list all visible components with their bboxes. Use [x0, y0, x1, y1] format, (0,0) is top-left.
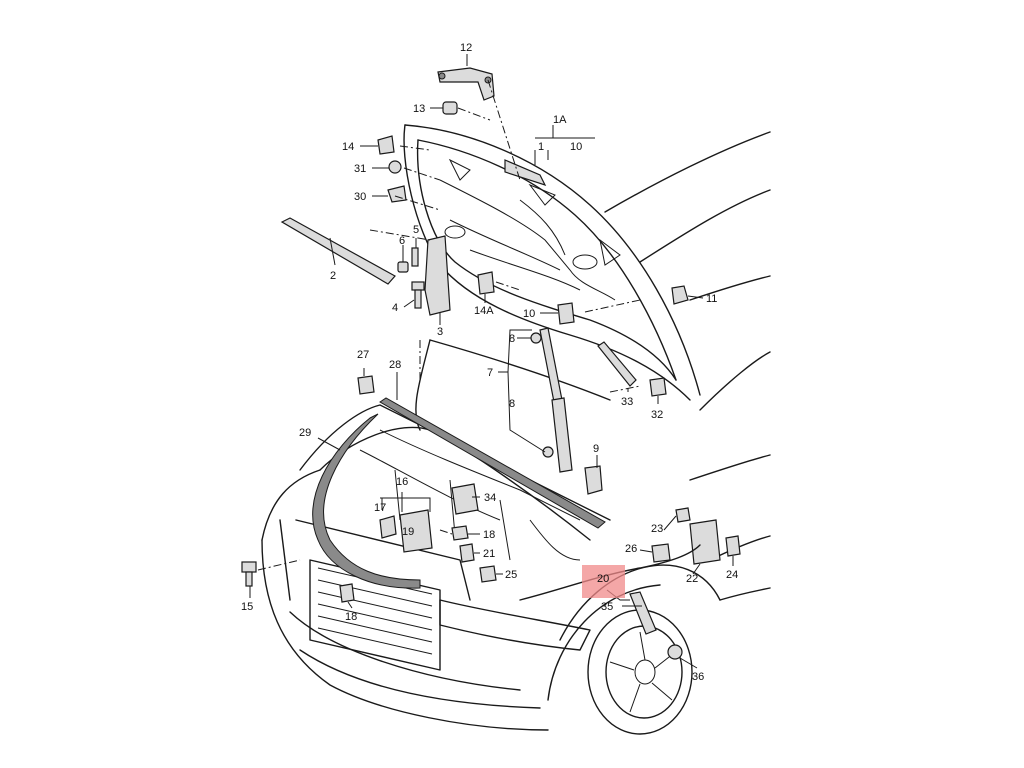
part-17-19-lock	[379, 509, 433, 553]
part-25-clip	[479, 565, 497, 583]
part-4-bolt	[411, 281, 425, 309]
part-18-screw-upper	[451, 525, 469, 541]
part-12-hinge	[437, 67, 495, 101]
highlight-box-20	[582, 565, 625, 598]
part-31-clip	[388, 160, 402, 174]
callout-5: 5	[413, 224, 419, 236]
part-33-seal	[597, 341, 637, 387]
part-28-seal	[379, 397, 606, 529]
callout-18-lower: 18	[345, 611, 357, 623]
part-18-screw-lower	[339, 583, 355, 603]
callout-24: 24	[726, 569, 738, 581]
part-5-6-screws	[397, 247, 419, 273]
callout-14: 14	[342, 141, 354, 153]
callout-4: 4	[392, 302, 398, 314]
callout-30: 30	[354, 191, 366, 203]
car-body-outline	[261, 131, 771, 735]
callout-32: 32	[651, 409, 663, 421]
callout-10: 10	[523, 308, 535, 320]
alignment-dash-lines	[257, 79, 641, 571]
callout-29: 29	[299, 427, 311, 439]
part-21-clip	[459, 543, 475, 563]
part-26-cable-clip	[651, 543, 671, 563]
callout-12: 12	[460, 42, 472, 54]
part-24-clip	[725, 535, 741, 557]
callout-11: 11	[706, 293, 717, 305]
callout-8-lower: 8	[509, 398, 515, 410]
callout-6: 6	[399, 235, 405, 247]
callout-3: 3	[437, 326, 443, 338]
part-10-stud	[557, 302, 575, 325]
callout-34: 34	[484, 492, 496, 504]
part-30-clip	[387, 185, 407, 203]
part-23-screw	[675, 507, 691, 523]
callout-1: 1	[538, 141, 544, 153]
leader-lines	[249, 54, 734, 669]
callout-14A: 14A	[474, 305, 494, 317]
callout-28: 28	[389, 359, 401, 371]
callout-26: 26	[625, 543, 637, 555]
part-27-buffer	[357, 375, 375, 395]
callout-33: 33	[621, 396, 633, 408]
callout-17: 17	[374, 502, 386, 514]
callout-9: 9	[593, 443, 599, 455]
callout-23: 23	[651, 523, 663, 535]
callout-10-top: 10	[570, 141, 582, 153]
part-35-strut	[629, 591, 657, 635]
hood-panel	[403, 124, 701, 401]
part-9-bracket	[584, 465, 603, 495]
callout-13: 13	[413, 103, 425, 115]
callout-25: 25	[505, 569, 517, 581]
part-36-cap	[667, 644, 683, 660]
callout-labels: 12 13 1A 1 10 14 31 30 5 6 2 11 4 10 14A…	[241, 42, 738, 683]
part-1-hood	[504, 159, 547, 187]
part-14-buffer	[377, 135, 395, 155]
part-13-nut	[442, 101, 458, 115]
callout-19: 19	[402, 526, 414, 538]
part-8-ball-stud-lower	[542, 446, 554, 458]
part-29-seal	[312, 413, 421, 589]
part-32-buffer	[649, 377, 667, 397]
callout-27: 27	[357, 349, 369, 361]
callout-1A: 1A	[553, 114, 567, 126]
part-20-release-cable	[519, 544, 701, 601]
part-14a-clip	[477, 271, 495, 295]
callout-20: 20	[597, 573, 609, 585]
part-3-hinge	[424, 235, 451, 316]
part-8-ball-stud-upper	[530, 332, 542, 344]
callout-36: 36	[692, 671, 704, 683]
callout-31: 31	[354, 163, 366, 175]
part-22-lever	[689, 519, 721, 565]
callout-16: 16	[396, 476, 408, 488]
callout-8-upper: 8	[509, 333, 515, 345]
callout-18-upper: 18	[483, 529, 495, 541]
part-34-cover	[451, 483, 479, 515]
callout-22: 22	[686, 573, 698, 585]
part-2-seal	[280, 217, 396, 285]
part-11-clip	[671, 285, 689, 305]
callout-35: 35	[601, 601, 613, 613]
callout-21: 21	[483, 548, 495, 560]
callout-2: 2	[330, 270, 336, 282]
part-15-bolt	[241, 561, 257, 587]
callout-7: 7	[487, 367, 493, 379]
callout-15: 15	[241, 601, 253, 613]
part-7-gas-strut	[539, 327, 573, 473]
